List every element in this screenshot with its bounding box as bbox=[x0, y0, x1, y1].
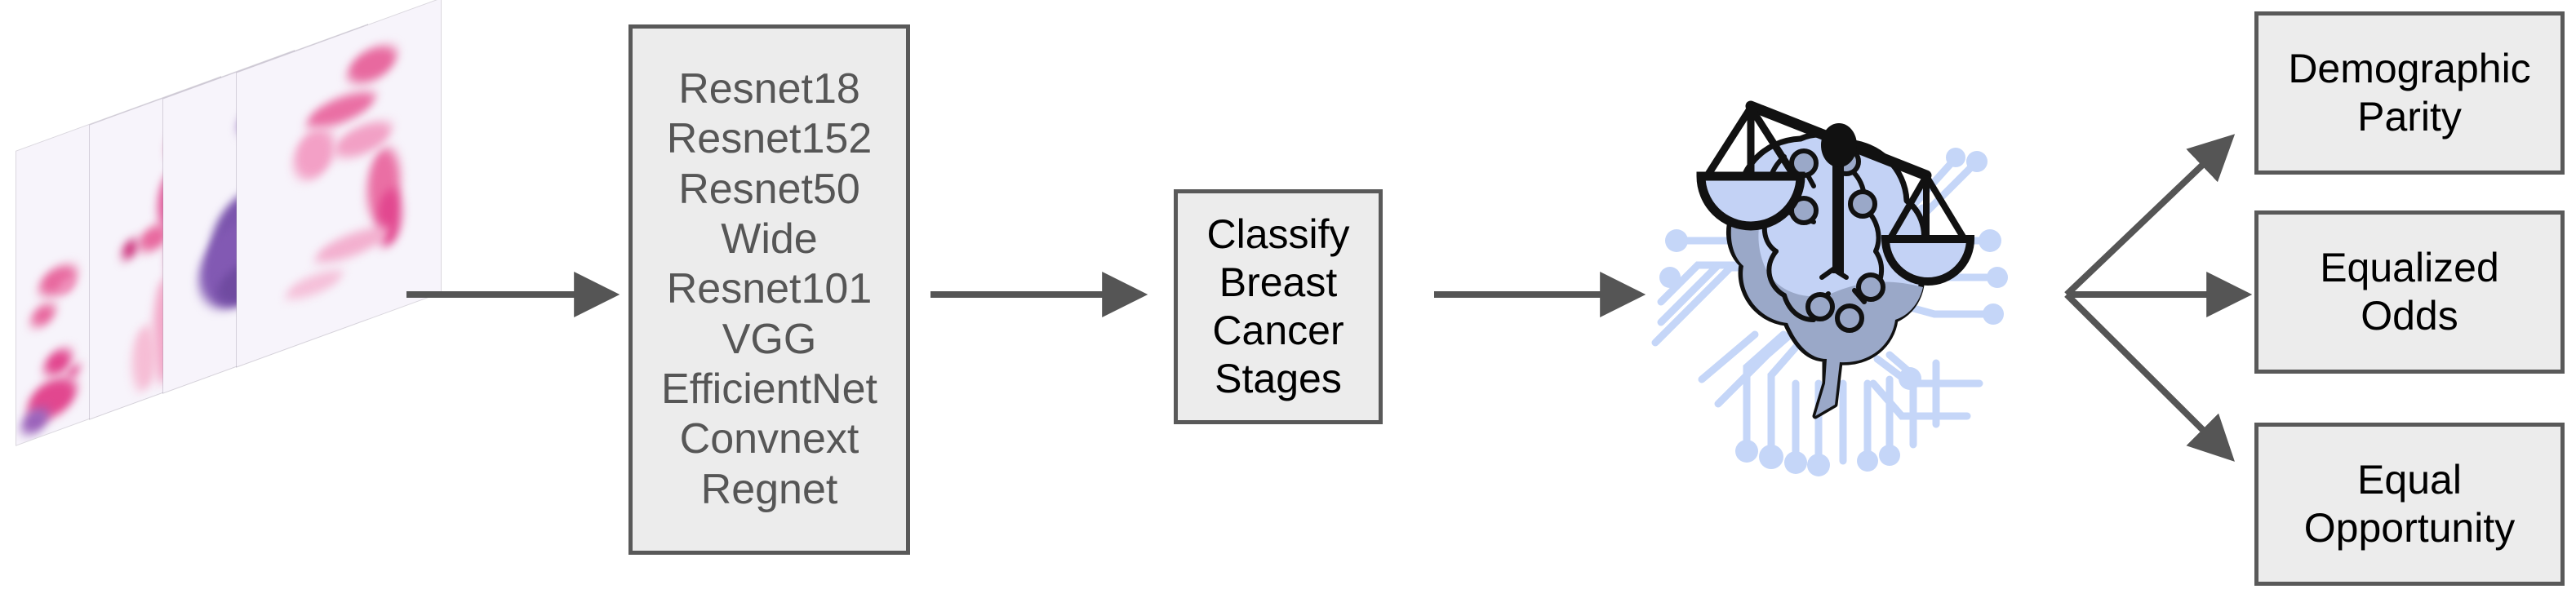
histopathology-slide-stack bbox=[0, 0, 441, 457]
classify-line: Breast bbox=[1219, 259, 1338, 305]
stain-blob bbox=[294, 122, 335, 187]
circuit-traces bbox=[1651, 155, 2004, 465]
model-item: Convnext bbox=[679, 415, 859, 463]
stain-blob bbox=[286, 264, 343, 305]
arrow-fairness-to-equal-opportunity bbox=[2064, 292, 2235, 462]
arrow-fairness-to-demographic-parity bbox=[2064, 134, 2236, 297]
metric-box-demographic-parity: Demographic Parity bbox=[2254, 11, 2565, 175]
model-item: Resnet18 bbox=[678, 64, 860, 113]
model-item: Regnet bbox=[700, 465, 838, 513]
metric-line: Equal bbox=[2357, 457, 2462, 503]
stain-blob bbox=[348, 39, 397, 90]
classify-task-box: Classify Breast Cancer Stages bbox=[1174, 189, 1383, 424]
stain-blob bbox=[122, 237, 137, 262]
model-item: Resnet50 bbox=[678, 165, 860, 213]
slide-image-4 bbox=[237, 0, 441, 367]
model-list-box: Resnet18 Resnet152 Resnet50 Wide Resnet1… bbox=[628, 24, 910, 555]
stain-blob bbox=[132, 321, 157, 396]
classify-line: Cancer bbox=[1212, 308, 1344, 353]
balance-scales-icon bbox=[1696, 100, 1975, 286]
model-item: Wide bbox=[721, 215, 818, 263]
model-item: Resnet101 bbox=[666, 265, 873, 313]
classify-line: Stages bbox=[1215, 356, 1342, 401]
metric-box-equalized-odds: Equalized Odds bbox=[2254, 210, 2565, 374]
stain-blob bbox=[21, 403, 49, 439]
stain-blob bbox=[315, 219, 389, 270]
metric-line: Equalized bbox=[2320, 245, 2499, 290]
metric-box-equal-opportunity: Equal Opportunity bbox=[2254, 423, 2565, 586]
circuit-nodes bbox=[1659, 148, 2008, 476]
metric-line: Opportunity bbox=[2303, 505, 2516, 551]
metric-line: Demographic bbox=[2288, 46, 2531, 91]
classify-line: Classify bbox=[1206, 211, 1350, 257]
metric-line: Parity bbox=[2357, 94, 2462, 140]
scales-and-brain-icon bbox=[1651, 100, 2008, 476]
metric-line: Odds bbox=[2361, 293, 2458, 339]
model-item: VGG bbox=[722, 315, 817, 363]
stain-blob bbox=[31, 300, 56, 330]
model-item: Resnet152 bbox=[666, 115, 873, 163]
model-item: EfficientNet bbox=[661, 365, 877, 414]
